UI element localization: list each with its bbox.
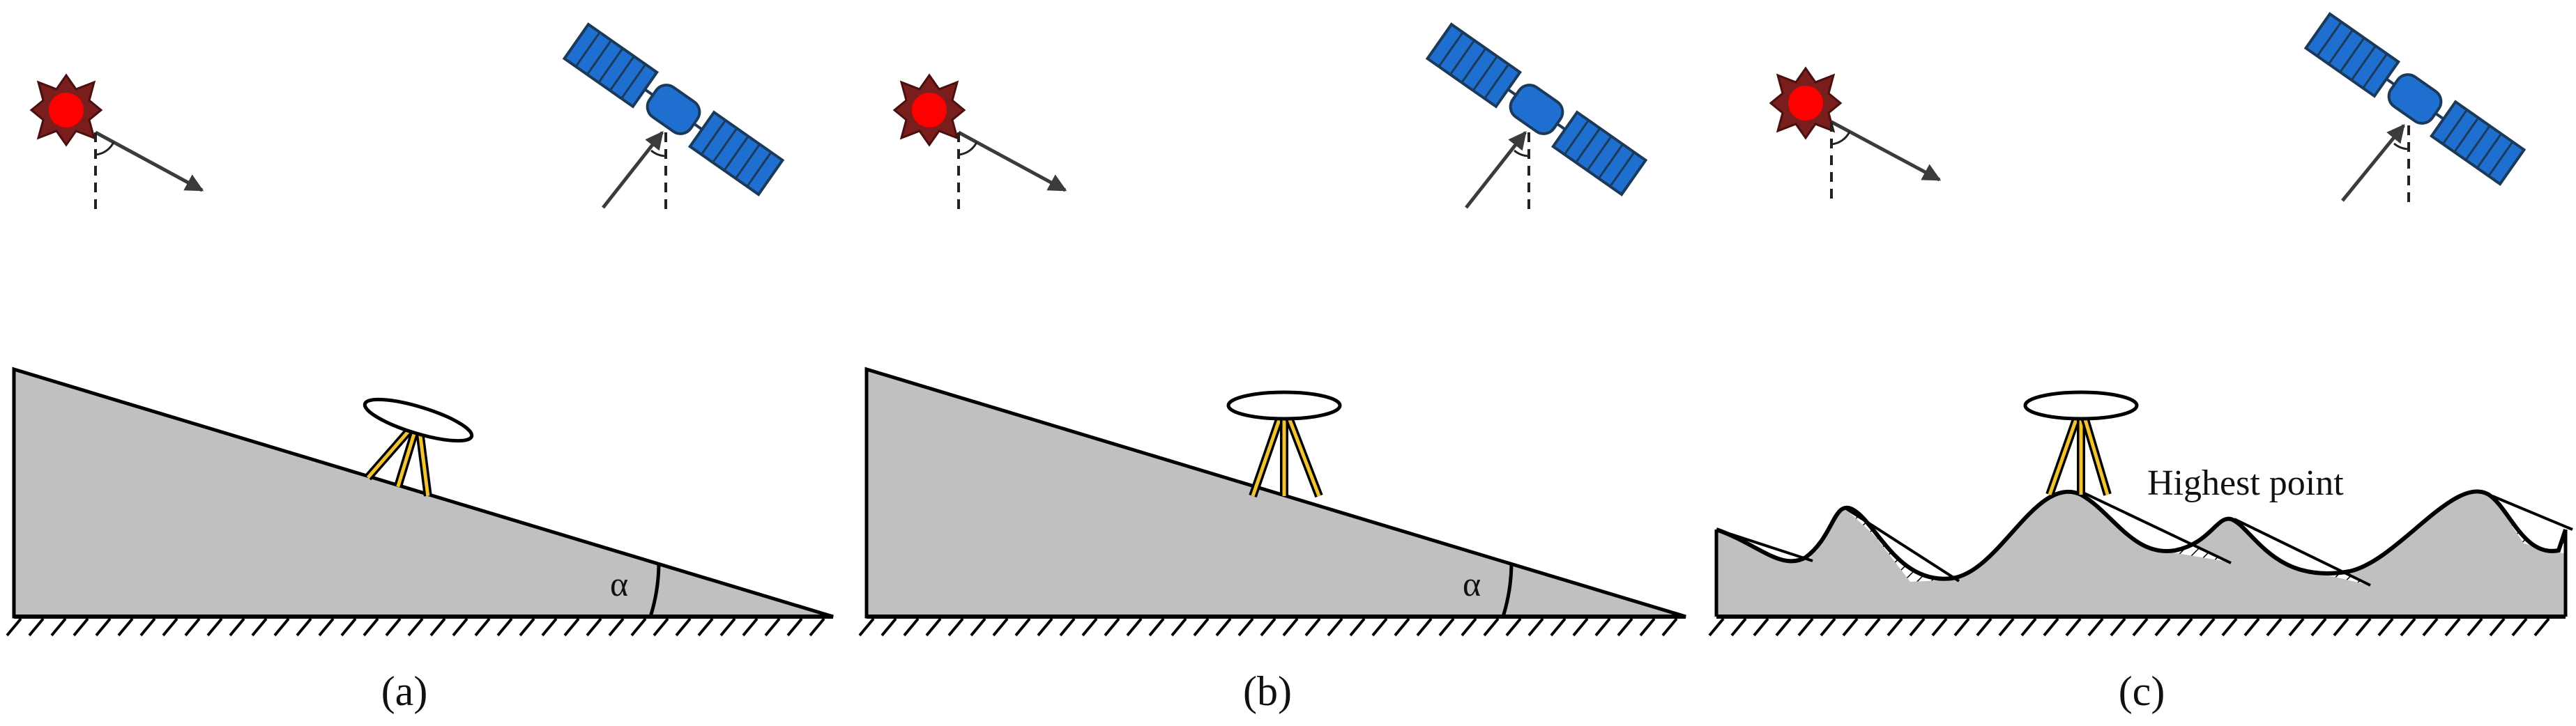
sun-angle-arc <box>958 141 978 156</box>
satellite-signal-arrow <box>1465 130 1527 209</box>
sun-ray-arrow <box>957 130 1067 192</box>
sun-ray-arrow <box>1830 120 1942 182</box>
slope-angle-label: α <box>610 564 628 603</box>
sun-icon <box>1769 66 1843 140</box>
satellite-icon <box>1425 22 1648 196</box>
satellite-icon <box>562 22 785 196</box>
panel-c: Highest point (c) <box>1708 12 2573 714</box>
panel-caption: (a) <box>381 668 428 714</box>
panel-a: α (a) <box>6 22 834 714</box>
undulating-terrain <box>1716 491 2566 617</box>
ground-hatching <box>858 617 1678 637</box>
satellite-angle-arc <box>2393 142 2409 150</box>
panel-caption: (b) <box>1243 668 1292 714</box>
gnss-antenna-icon <box>2023 390 2139 496</box>
satellite-angle-arc <box>650 149 666 157</box>
slope-angle-label: α <box>1463 564 1481 603</box>
satellite-signal-arrow <box>602 130 664 209</box>
panel-b: α (b) <box>858 22 1686 714</box>
highest-point-label: Highest point <box>2147 463 2344 503</box>
panel-caption: (c) <box>2119 668 2165 714</box>
gnss-antenna-icon <box>363 397 474 497</box>
sun-ray-arrow <box>94 130 204 192</box>
satellite-signal-arrow <box>2341 123 2405 202</box>
gnss-antenna-icon <box>1226 390 1342 498</box>
satellite-angle-arc <box>1514 149 1530 157</box>
slope-angle-arc <box>648 564 661 617</box>
sun-icon <box>892 73 966 147</box>
ground-hatching <box>6 617 825 637</box>
ground-hatching <box>1708 617 2550 637</box>
sun-angle-arc <box>1831 131 1851 146</box>
satellite-icon <box>2303 12 2527 186</box>
slope-angle-arc <box>1501 564 1514 617</box>
terrain-profile-line <box>1716 489 2568 581</box>
sun-angle-arc <box>95 141 115 156</box>
sun-icon <box>29 73 103 147</box>
